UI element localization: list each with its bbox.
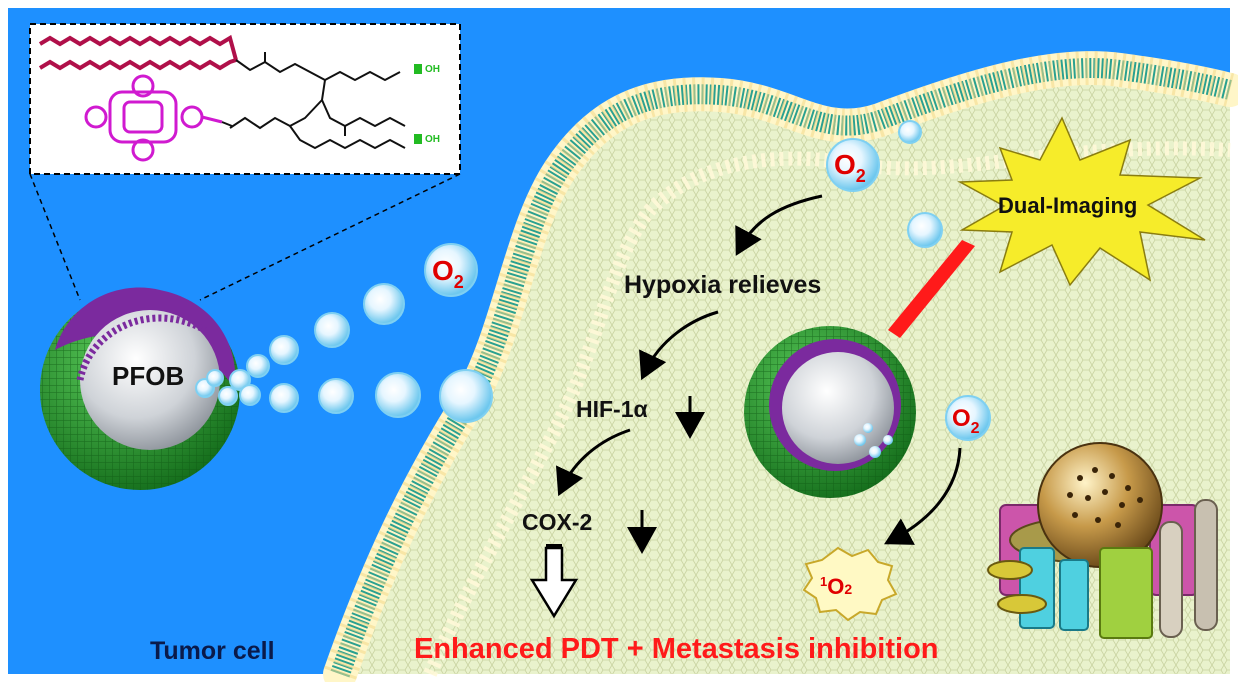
zoom-line-right [199, 173, 461, 301]
chemical-structure-inset [29, 23, 461, 175]
carboxyl-label-1: OH [425, 64, 440, 75]
o2-bubble-small-2 [907, 212, 943, 248]
tumor-cell-label: Tumor cell [150, 637, 275, 665]
inner-membrane [423, 141, 1231, 677]
o2-label-right: O2 [952, 405, 980, 437]
outcome-label: Enhanced PDT + Metastasis inhibition [414, 633, 939, 665]
o2-bubble-right [945, 395, 991, 441]
hif-label: HIF-1α [576, 396, 648, 422]
arrow-o2-to-hypoxia [735, 194, 823, 256]
nanoparticle-left [40, 287, 240, 490]
membrane-protein-complex [987, 442, 1218, 639]
o2-bubble-small-1 [898, 120, 922, 144]
cox-label: COX-2 [522, 509, 592, 535]
lipid-chains [38, 34, 238, 71]
carboxyl-mark-1 [414, 64, 422, 74]
cell-membrane-heads [323, 51, 1235, 680]
outcome-hollow-arrow [529, 546, 579, 619]
o2-label-top: O2 [834, 149, 866, 186]
nanoparticle-right [744, 326, 916, 498]
arrow-o2-to-singlet [884, 447, 962, 545]
porphyrin-structure [84, 74, 223, 162]
pfob-label: PFOB [112, 361, 184, 391]
outcome-arrow-cap [546, 544, 562, 549]
arrow-hypoxia-to-hif [639, 310, 719, 381]
hypoxia-label: Hypoxia relieves [624, 271, 821, 299]
singlet-oxygen-label: 1O2 [820, 574, 852, 599]
light-beam [888, 240, 975, 338]
dual-imaging-starburst [957, 116, 1206, 287]
oxygen-bubbles-left [195, 243, 493, 423]
zoom-line-left [29, 173, 81, 301]
o2-label-entering: O2 [432, 255, 464, 292]
o2-bubble-top [826, 138, 880, 192]
carboxyl-label-2: OH [425, 134, 440, 145]
arrow-hif-to-cox [555, 428, 631, 497]
dual-imaging-label: Dual-Imaging [998, 193, 1137, 218]
singlet-oxygen-badge [802, 546, 898, 622]
linker-structure [229, 52, 406, 150]
carboxyl-mark-2 [414, 134, 422, 144]
